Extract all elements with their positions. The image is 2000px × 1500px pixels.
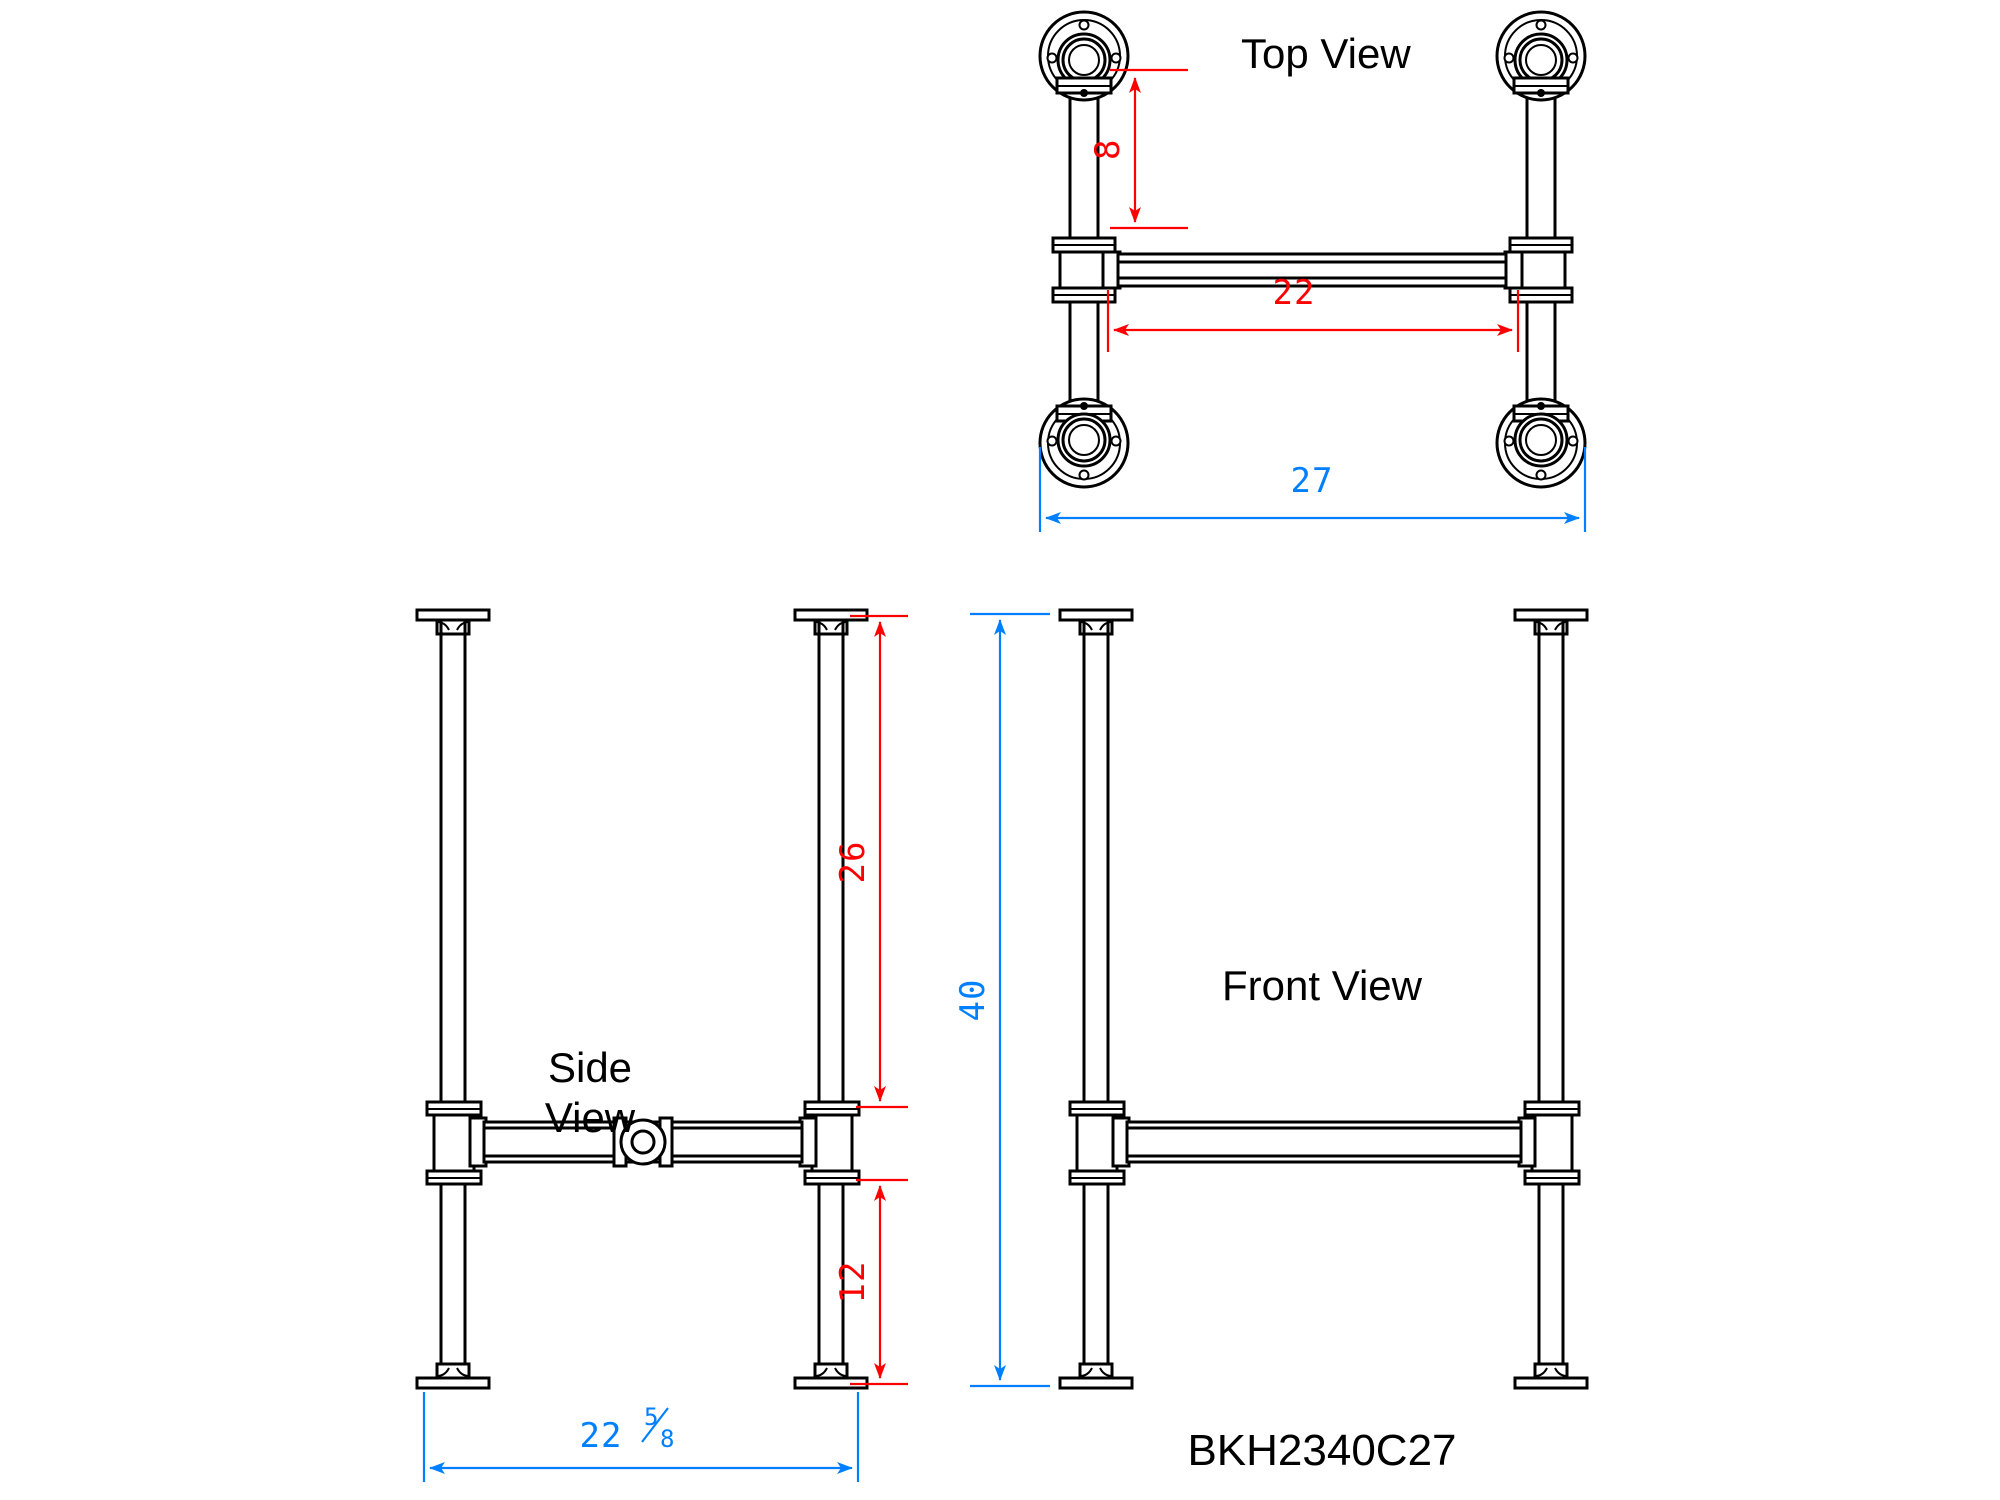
dimension-top-width-22: 22 [1106, 273, 1520, 352]
front-view-right-top-flange [1513, 608, 1589, 636]
dimension-side-width-whole: 22 [580, 1416, 623, 1456]
side-view-title-line1: Side [548, 1044, 632, 1091]
dimension-side-width-fraction-denominator: 8 [660, 1425, 674, 1453]
top-view-tee-left [1051, 236, 1122, 304]
front-view-cross-bar [1125, 1120, 1523, 1164]
side-view-left-foot-flange [415, 1362, 491, 1390]
dimension-side-upper-26: 26 [833, 614, 908, 1109]
dimension-top-overall-27-label: 27 [1291, 461, 1334, 501]
top-view-flange-top-left [1038, 10, 1130, 102]
front-view-left-foot-flange [1058, 1362, 1134, 1390]
front-view-title: Front View [1222, 962, 1423, 1009]
top-view-cross-bar [1116, 252, 1508, 288]
side-view-title-line2: View [545, 1094, 636, 1141]
dimension-front-height-40-label: 40 [953, 979, 993, 1022]
dimension-top-depth-8-label: 8 [1088, 139, 1128, 160]
dimension-top-width-22-label: 22 [1273, 273, 1316, 313]
top-view-flange-bottom-left [1038, 397, 1130, 489]
front-view-left-leg [1058, 608, 1134, 1390]
top-view-flange-bottom-right [1495, 397, 1587, 489]
side-view-right-foot-flange [793, 1362, 869, 1390]
front-view-left-top-flange [1058, 608, 1134, 636]
dimension-top-overall-27: 27 [1038, 447, 1587, 532]
side-view-left-leg [415, 608, 491, 1390]
top-view-title: Top View [1241, 30, 1411, 77]
front-view-left-tee [1068, 1100, 1131, 1186]
dimension-side-lower-12-label: 12 [833, 1261, 873, 1304]
side-view-left-tee [425, 1100, 488, 1186]
top-view-flange-top-right [1495, 10, 1587, 102]
top-view-tee-right [1503, 236, 1574, 304]
dimension-side-upper-26-label: 26 [833, 841, 873, 884]
side-view-right-tee [798, 1100, 861, 1186]
dimension-side-lower-12: 12 [833, 1178, 908, 1386]
dimension-front-height-40: 40 [953, 612, 1050, 1388]
top-view-group: Top View 8 22 27 [1038, 10, 1587, 532]
side-view-cross-bar [482, 1116, 804, 1168]
front-view-group: Front View 40 [953, 608, 1589, 1390]
side-view-center-coupling [612, 1116, 674, 1168]
dimension-side-width-fraction-numerator: 5 [644, 1403, 658, 1431]
side-view-right-leg [793, 608, 869, 1390]
side-view-group: Side View 26 12 22 5 8 [415, 608, 908, 1482]
dimension-side-width-22-5-8: 22 5 8 [422, 1392, 860, 1482]
part-number-label: BKH2340C27 [1187, 1426, 1456, 1475]
front-view-right-foot-flange [1513, 1362, 1589, 1390]
front-view-right-tee [1517, 1100, 1581, 1186]
side-view-left-top-flange [415, 608, 491, 636]
front-view-right-leg [1513, 608, 1589, 1390]
dimension-top-depth-8: 8 [1088, 68, 1188, 230]
